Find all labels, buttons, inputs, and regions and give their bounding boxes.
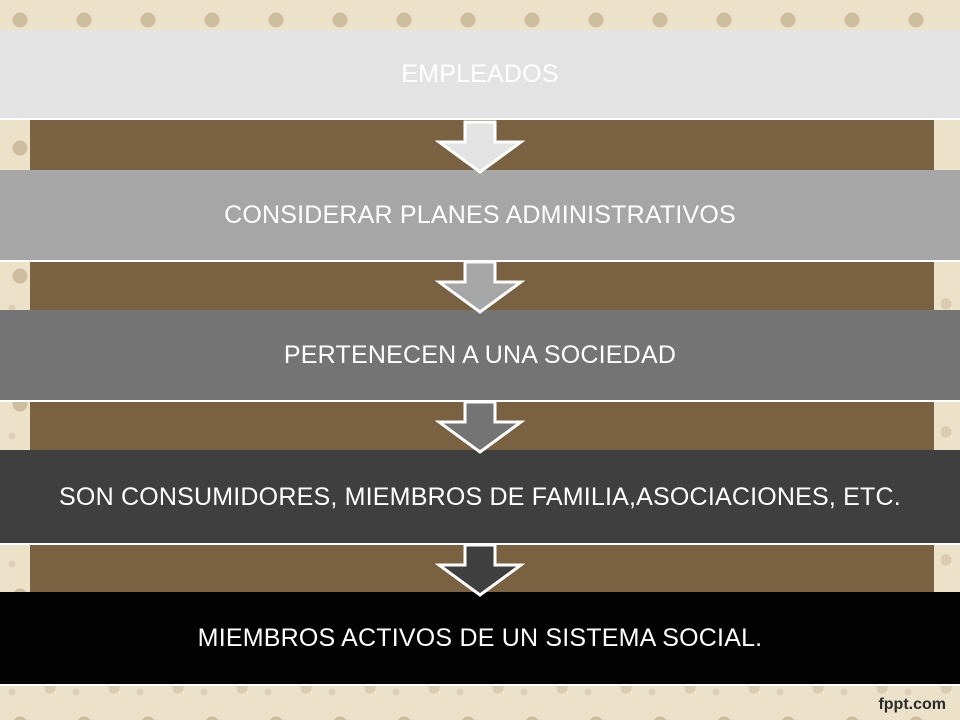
down-arrow-icon [435,400,525,454]
watermark-credit: fppt.com [878,696,946,713]
down-arrow-icon [435,120,525,174]
level-label: PERTENECEN A UNA SOCIEDAD [283,341,677,369]
down-arrow-icon [435,543,525,597]
level-label: EMPLEADOS [401,60,559,88]
down-arrow-icon [435,260,525,314]
level-label: CONSIDERAR PLANES ADMINISTRATIVOS [224,201,736,229]
level-social-system: MIEMBROS ACTIVOS DE UN SISTEMA SOCIAL. [0,592,960,686]
level-label: SON CONSUMIDORES, MIEMBROS DE FAMILIA,AS… [59,482,901,511]
level-consumers: SON CONSUMIDORES, MIEMBROS DE FAMILIA,AS… [0,450,960,545]
level-label: MIEMBROS ACTIVOS DE UN SISTEMA SOCIAL. [197,624,763,652]
level-employees: EMPLEADOS [0,30,960,120]
level-society: PERTENECEN A UNA SOCIEDAD [0,310,960,402]
level-administrative-plans: CONSIDERAR PLANES ADMINISTRATIVOS [0,170,960,262]
